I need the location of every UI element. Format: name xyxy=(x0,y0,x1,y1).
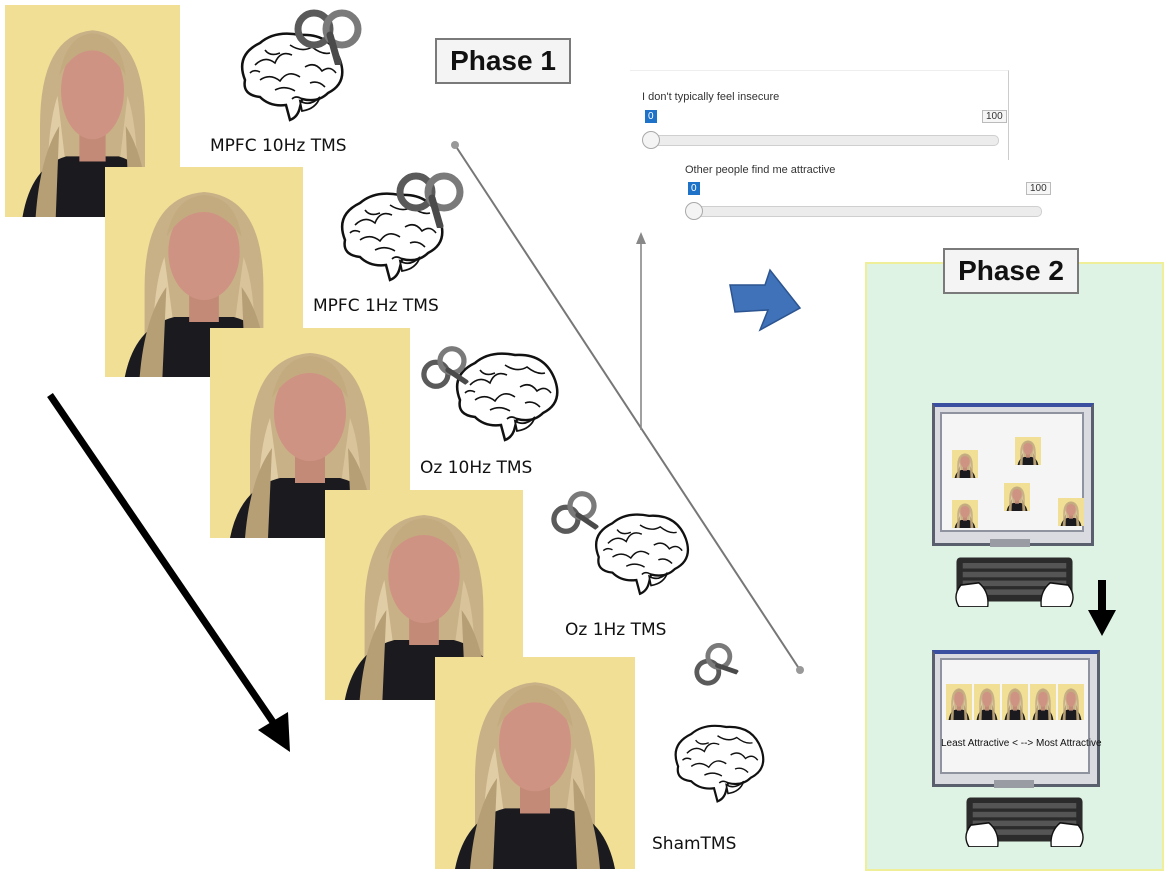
phase-2-label: Phase 2 xyxy=(943,248,1079,294)
ranking-scale-label: Least Attractive < --> Most Attractive xyxy=(941,738,1102,749)
participant-photo-5 xyxy=(435,657,635,869)
monitor-stand xyxy=(994,780,1034,788)
down-arrow-icon xyxy=(1088,580,1116,636)
condition-label-sham: ShamTMS xyxy=(652,834,737,854)
slider-thumb-2[interactable] xyxy=(685,202,703,220)
slider-track-1[interactable] xyxy=(645,135,999,146)
thumbnail-photo xyxy=(946,684,972,720)
slider-thumb-1[interactable] xyxy=(642,131,660,149)
thumbnail-photo xyxy=(1002,684,1028,720)
condition-label-mpfc-1hz: MPFC 1Hz TMS xyxy=(313,296,439,316)
condition-label-mpfc-10hz: MPFC 10Hz TMS xyxy=(210,136,347,156)
slider-question-2: Other people find me attractive xyxy=(685,164,836,176)
keyboard-icon xyxy=(962,792,1087,847)
thumbnail-photo xyxy=(952,450,978,478)
phase-1-label: Phase 1 xyxy=(435,38,571,84)
thumbnail-photo xyxy=(1015,437,1041,465)
rating-slider-panel-2 xyxy=(678,160,1048,230)
slider-value-1: 0 xyxy=(645,110,657,123)
thumbnail-photo xyxy=(1004,483,1030,511)
keyboard-icon xyxy=(952,552,1077,607)
slider-max-2: 100 xyxy=(1026,182,1051,195)
slider-value-2: 0 xyxy=(688,182,700,195)
thumbnail-photo xyxy=(952,500,978,528)
monitor-stand xyxy=(990,539,1030,547)
condition-label-oz-1hz: Oz 1Hz TMS xyxy=(565,620,667,640)
thumbnail-photo xyxy=(974,684,1000,720)
condition-label-oz-10hz: Oz 10Hz TMS xyxy=(420,458,533,478)
slider-max-1: 100 xyxy=(982,110,1007,123)
thumbnail-photo xyxy=(1030,684,1056,720)
thumbnail-photo xyxy=(1058,498,1084,526)
slider-track-2[interactable] xyxy=(688,206,1042,217)
rating-slider-panel xyxy=(630,70,1009,166)
slider-question-1: I don't typically feel insecure xyxy=(642,91,780,103)
thumbnail-photo xyxy=(1058,684,1084,720)
